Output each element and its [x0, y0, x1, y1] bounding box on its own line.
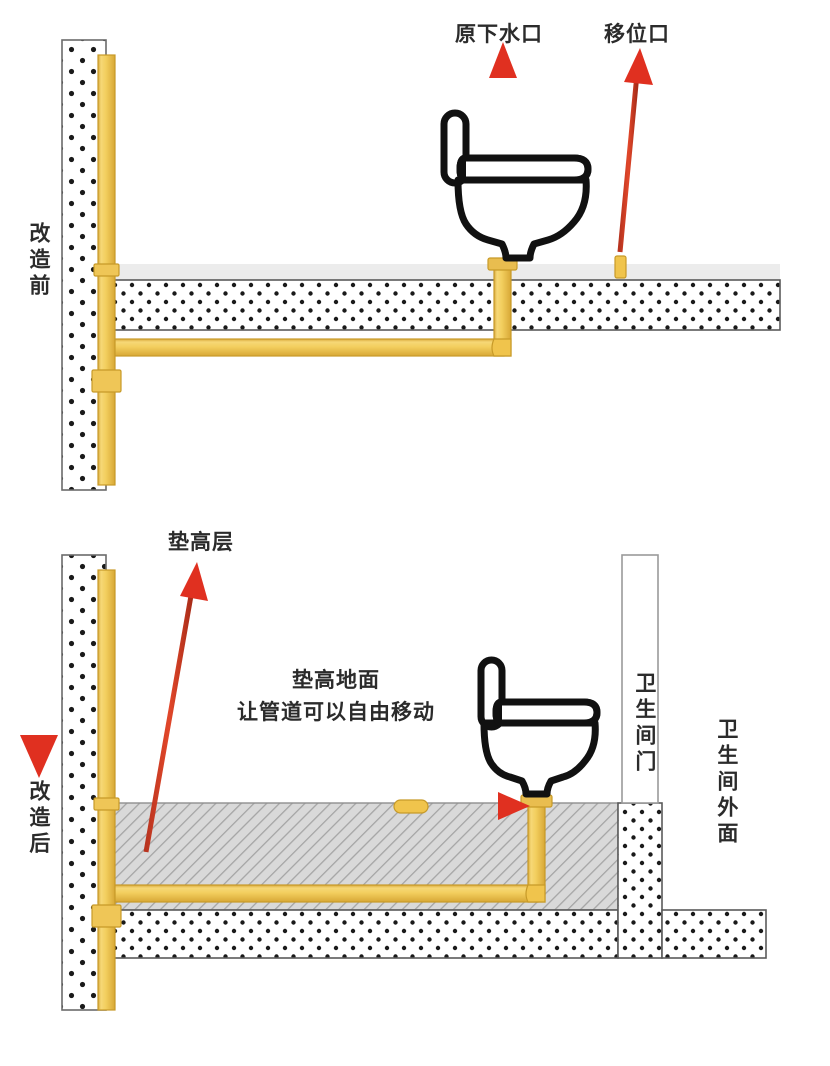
bathroom-door	[621, 554, 659, 804]
label-original-drain: 原下水口	[455, 23, 543, 46]
floor-finish-before	[106, 264, 780, 280]
panel-before	[61, 39, 781, 491]
label-before: 改造前	[26, 222, 50, 300]
stack-pipe-before	[91, 54, 122, 486]
label-raise-floor-line2: 让管道可以自由移动	[237, 701, 435, 724]
label-raise-floor-line1: 垫高地面	[292, 669, 380, 692]
branch-pipe-after	[111, 884, 539, 903]
toilet-after	[477, 656, 601, 798]
arrow-pipe-move	[404, 792, 530, 820]
slab-outside	[661, 909, 767, 959]
label-raised-layer: 垫高层	[168, 531, 234, 554]
label-after: 改造后	[26, 780, 50, 858]
slab-after	[105, 909, 619, 959]
stack-pipe-after	[91, 569, 122, 1011]
threshold-block	[617, 802, 663, 959]
branch-pipe-before	[111, 338, 505, 357]
arrow-relocation-opening	[617, 48, 653, 253]
panel-after	[61, 554, 767, 1011]
arrow-original-drain	[489, 42, 517, 262]
toilet-before	[440, 109, 592, 262]
label-bathroom-outside: 卫生间外面	[714, 718, 738, 848]
arrow-raised-layer	[143, 562, 208, 853]
arrow-before-after	[20, 310, 58, 778]
pipe-elbow-right-after	[525, 884, 546, 903]
label-bathroom-door: 卫生间门	[632, 672, 656, 776]
slab-before	[105, 279, 781, 331]
label-relocation-opening: 移位口	[604, 23, 670, 46]
relocation-stub-before	[614, 255, 627, 279]
pipe-elbow-right-before	[491, 338, 512, 357]
